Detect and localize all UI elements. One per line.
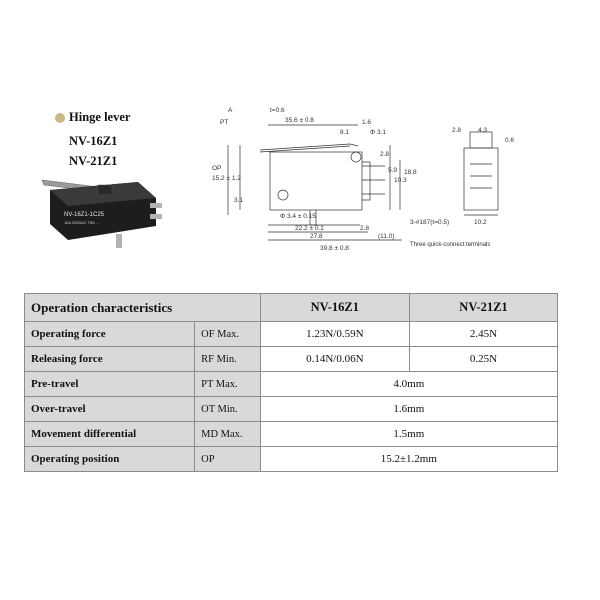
column-header-nv16z1: NV-16Z1 — [259, 293, 410, 322]
dim-2-8b: 2.8 — [360, 225, 369, 232]
row-symbol: MD Max. — [194, 421, 261, 447]
dim-op: OP — [212, 165, 221, 172]
side-view-drawing: 2.8 4.3 0.6 10.2 — [452, 127, 514, 226]
dim-a: A — [228, 107, 233, 114]
row-value-shared: 1.5mm — [259, 421, 559, 447]
row-name: Releasing force — [23, 346, 196, 372]
column-header-nv21z1: NV-21Z1 — [408, 293, 559, 322]
row-value-shared: 4.0mm — [259, 371, 559, 397]
dim-11-0: (11.0) — [378, 233, 395, 240]
side-dim-0-6: 0.6 — [505, 137, 514, 144]
row-name: Movement differential — [23, 421, 196, 447]
dim-thickness: t=0.6 — [270, 107, 285, 114]
row-value-shared: 1.6mm — [259, 396, 559, 422]
table-row: Movement differential MD Max. 1.5mm — [23, 421, 559, 447]
dim-39-8: 39.8 ± 0.8 — [320, 245, 349, 252]
dim-18-8: 18.8 — [404, 169, 417, 176]
dim-hole-3-1: Φ 3.1 — [370, 129, 386, 136]
row-value-nv21z1: 0.25N — [408, 346, 559, 372]
dim-22-2: 22.2 ± 0.1 — [295, 225, 324, 232]
photo-rating: 16A 250VAC T85 ... — [64, 220, 99, 225]
terminals-spec: 3-#187(t=0.5) — [410, 219, 449, 226]
row-value-nv16z1: 0.14N/0.06N — [259, 346, 410, 372]
dim-5-9: 5.9 — [388, 167, 397, 174]
row-symbol: PT Max. — [194, 371, 261, 397]
dim-27-8: 27.8 — [310, 233, 323, 240]
dimension-drawing: A PT t=0.6 35.6 ± 0.8 1.6 8.1 Φ 3.1 OP 1… — [212, 107, 490, 252]
terminals-note: Three quick-connect terminals — [410, 242, 490, 248]
table-row: Operating force OF Max. 1.23N/0.59N 2.45… — [23, 321, 559, 347]
photo-marking: NV-16Z1-1C25 — [64, 212, 105, 218]
side-dim-4-3: 4.3 — [478, 127, 487, 134]
table-row: Releasing force RF Min. 0.14N/0.06N 0.25… — [23, 346, 559, 372]
model-label-2: NV-21Z1 — [69, 154, 118, 168]
table-row: Over-travel OT Min. 1.6mm — [23, 396, 559, 422]
product-header: Hinge lever NV-16Z1 NV-21Z1 NV-16Z1-1C25… — [0, 0, 600, 270]
dim-2-8: 2.8 — [380, 151, 389, 158]
row-value-nv21z1: 2.45N — [408, 321, 559, 347]
row-value-shared: 15.2±1.2mm — [259, 446, 559, 472]
row-name: Operating position — [23, 446, 196, 472]
table-title: Operation characteristics — [24, 293, 261, 322]
side-dim-10-2: 10.2 — [474, 219, 487, 226]
dim-1-6: 1.6 — [362, 119, 371, 126]
bullet-icon — [55, 113, 65, 123]
dim-3-1: 3.1 — [234, 197, 243, 204]
table-row: Operating position OP 15.2±1.2mm — [23, 446, 559, 472]
row-name: Over-travel — [23, 396, 196, 422]
switch-photo: NV-16Z1-1C25 16A 250VAC T85 ... — [41, 179, 162, 248]
row-name: Operating force — [23, 321, 196, 347]
row-symbol: OP — [194, 446, 261, 472]
dim-op-value: 15.2 ± 1.2 — [212, 175, 241, 182]
dim-pt: PT — [220, 119, 228, 126]
dim-lever-length: 35.6 ± 0.8 — [285, 117, 314, 124]
dim-hole-3-4: Φ 3.4 ± 0.15 — [280, 213, 316, 220]
side-dim-2-8: 2.8 — [452, 127, 461, 134]
operation-characteristics-table: Operation characteristics NV-16Z1 NV-21Z… — [23, 293, 559, 472]
row-symbol: OF Max. — [194, 321, 261, 347]
model-label-1: NV-16Z1 — [69, 134, 118, 148]
table-row: Pre-travel PT Max. 4.0mm — [23, 371, 559, 397]
dim-10-3: 10.3 — [394, 177, 407, 184]
table-header-row: Operation characteristics NV-16Z1 NV-21Z… — [24, 293, 559, 322]
row-symbol: OT Min. — [194, 396, 261, 422]
row-value-nv16z1: 1.23N/0.59N — [259, 321, 410, 347]
dim-8-1: 8.1 — [340, 129, 349, 136]
lever-type-label: Hinge lever — [69, 110, 131, 124]
row-symbol: RF Min. — [194, 346, 261, 372]
row-name: Pre-travel — [23, 371, 196, 397]
